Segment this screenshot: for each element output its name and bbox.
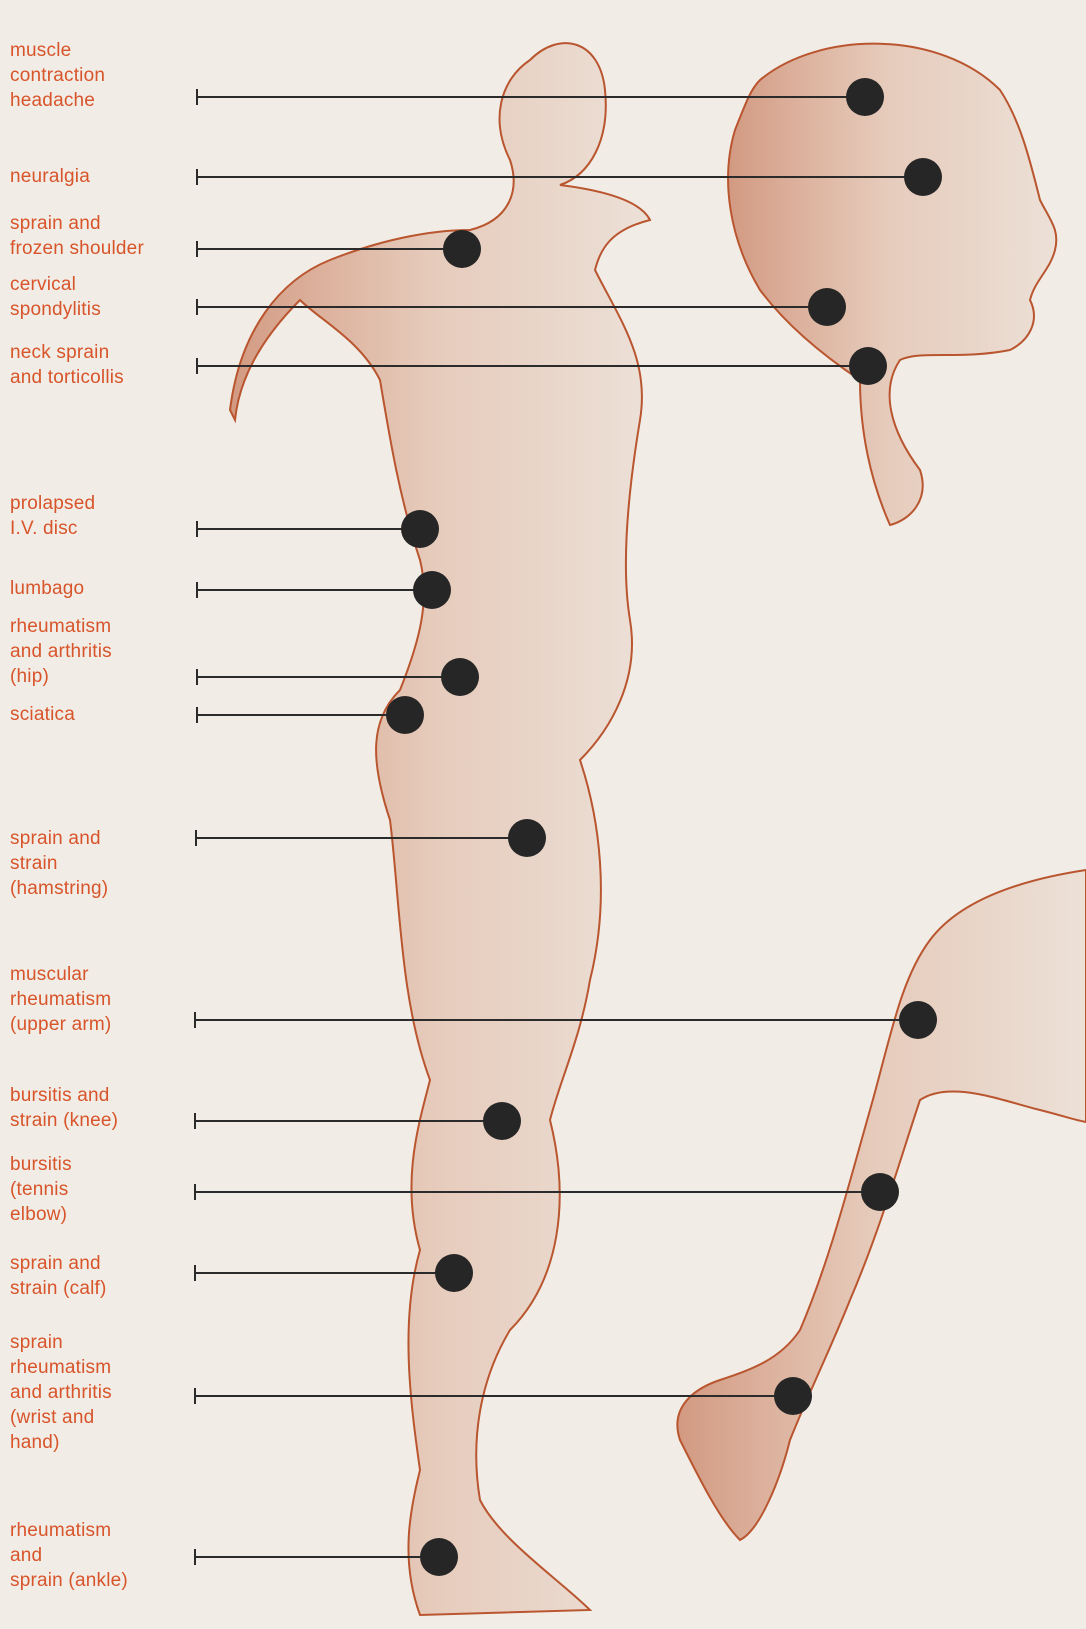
label-bursitis-tennis-elbow: bursitis (tennis elbow): [10, 1152, 195, 1227]
marker-dot: [386, 696, 424, 734]
marker-dot: [443, 230, 481, 268]
label-sprain-strain-hamstring: sprain and strain (hamstring): [10, 826, 195, 901]
label-neck-sprain-torticollis: neck sprain and torticollis: [10, 340, 195, 390]
marker-dot: [483, 1102, 521, 1140]
marker-dot: [420, 1538, 458, 1576]
leader-6: [197, 510, 439, 548]
marker-dot: [808, 288, 846, 326]
leader-7: [197, 571, 451, 609]
label-rheumatism-arthritis-hip: rheumatism and arthritis (hip): [10, 614, 195, 689]
label-sprain-frozen-shoulder: sprain and frozen shoulder: [10, 211, 195, 261]
marker-dot: [904, 158, 942, 196]
label-sprain-rheumatism-arthritis-wrist-hand: sprain rheumatism and arthritis (wrist a…: [10, 1330, 195, 1455]
label-sprain-strain-calf: sprain and strain (calf): [10, 1251, 195, 1301]
marker-dot: [508, 819, 546, 857]
marker-dot: [435, 1254, 473, 1292]
marker-dot: [899, 1001, 937, 1039]
marker-dot: [401, 510, 439, 548]
label-cervical-spondylitis: cervical spondylitis: [10, 272, 195, 322]
label-muscular-rheumatism-upper-arm: muscular rheumatism (upper arm): [10, 962, 195, 1037]
marker-dot: [861, 1173, 899, 1211]
marker-dot: [846, 78, 884, 116]
head-profile-sketch: [728, 44, 1056, 525]
label-neuralgia: neuralgia: [10, 164, 195, 189]
marker-dot: [774, 1377, 812, 1415]
label-muscle-contraction-headache: muscle contraction headache: [10, 38, 195, 113]
label-bursitis-strain-knee: bursitis and strain (knee): [10, 1083, 195, 1133]
marker-dot: [413, 571, 451, 609]
label-sciatica: sciatica: [10, 702, 195, 727]
label-prolapsed-iv-disc: prolapsed I.V. disc: [10, 491, 195, 541]
standing-figure-sketch: [230, 43, 650, 1615]
marker-dot: [849, 347, 887, 385]
label-lumbago: lumbago: [10, 576, 195, 601]
marker-dot: [441, 658, 479, 696]
label-rheumatism-sprain-ankle: rheumatism and sprain (ankle): [10, 1518, 195, 1593]
